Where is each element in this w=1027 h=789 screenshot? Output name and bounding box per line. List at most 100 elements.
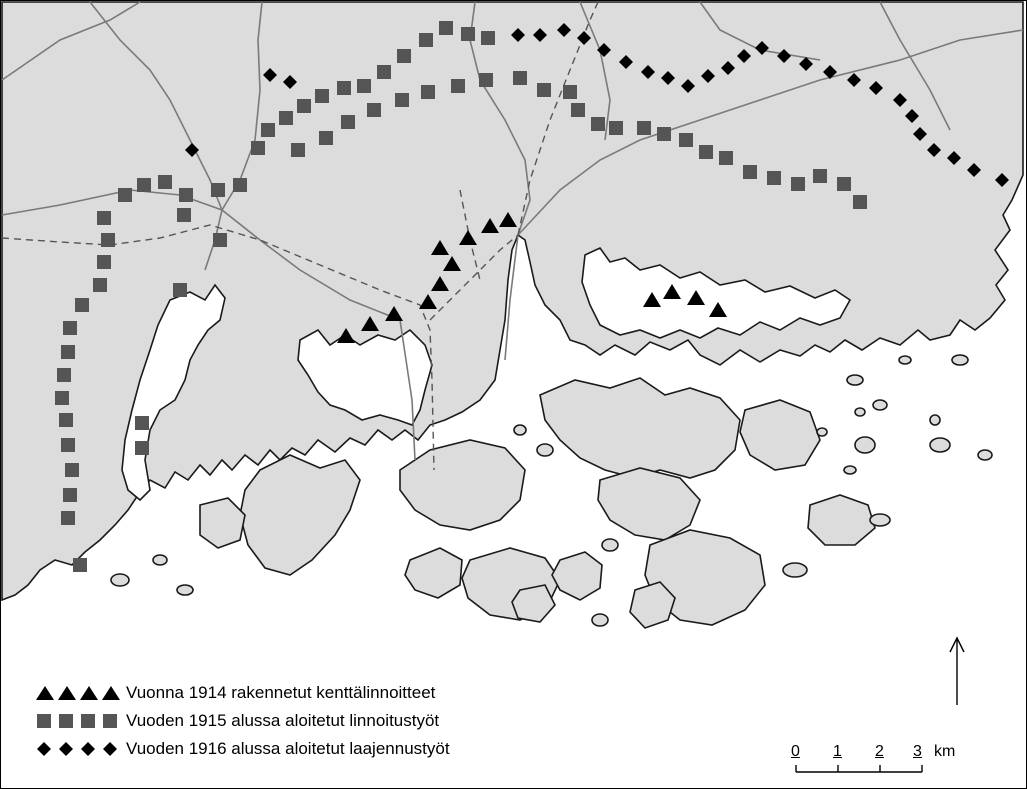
- square-marker: [421, 85, 435, 99]
- triangle-marker: [663, 284, 681, 299]
- diamond-marker: [597, 43, 611, 57]
- triangle-marker: [643, 292, 661, 307]
- fortification-1914-triangles: [337, 212, 727, 343]
- square-marker: [97, 255, 111, 269]
- square-marker: [63, 321, 77, 335]
- diamond-icon: [34, 739, 126, 759]
- square-marker: [233, 178, 247, 192]
- triangle-marker: [687, 290, 705, 305]
- diamond-marker: [869, 81, 883, 95]
- scale-tick-2: 2: [875, 743, 884, 760]
- square-marker: [563, 85, 577, 99]
- diamond-marker: [905, 109, 919, 123]
- square-marker: [451, 79, 465, 93]
- triangle-marker: [443, 256, 461, 271]
- square-marker: [75, 298, 89, 312]
- square-marker: [177, 208, 191, 222]
- square-marker: [135, 441, 149, 455]
- fortification-1916-diamonds: [185, 23, 1009, 187]
- square-marker: [481, 31, 495, 45]
- scale-tick-3: 3: [913, 743, 922, 760]
- legend-label-1916: Vuoden 1916 alussa aloitetut laajennusty…: [126, 739, 450, 758]
- square-marker: [637, 121, 651, 135]
- square-marker: [297, 99, 311, 113]
- square-marker: [63, 488, 77, 502]
- scale-bar: [795, 765, 923, 773]
- square-marker: [679, 133, 693, 147]
- square-marker: [571, 103, 585, 117]
- square-marker: [609, 121, 623, 135]
- diamond-marker: [185, 143, 199, 157]
- diamond-marker: [681, 79, 695, 93]
- square-marker: [65, 463, 79, 477]
- diamond-marker: [721, 61, 735, 75]
- square-marker: [461, 27, 475, 41]
- square-marker: [319, 131, 333, 145]
- diamond-marker: [263, 68, 277, 82]
- legend-label-1915: Vuoden 1915 alussa aloitetut linnoitusty…: [126, 711, 440, 730]
- square-marker: [57, 368, 71, 382]
- legend-item-1915: Vuoden 1915 alussa aloitetut linnoitusty…: [34, 708, 439, 734]
- square-marker: [419, 33, 433, 47]
- square-marker: [211, 183, 225, 197]
- diamond-marker: [283, 75, 297, 89]
- islands: [110, 354, 993, 629]
- diamond-marker: [661, 71, 675, 85]
- triangle-marker: [431, 276, 449, 291]
- square-marker: [97, 211, 111, 225]
- square-marker: [853, 195, 867, 209]
- square-marker: [767, 171, 781, 185]
- square-marker: [213, 233, 227, 247]
- square-icon: [34, 711, 126, 731]
- triangle-marker: [337, 328, 355, 343]
- diamond-marker: [533, 28, 547, 42]
- diamond-marker: [557, 23, 571, 37]
- diamond-marker: [913, 127, 927, 141]
- scale-tick-1: 1: [833, 743, 842, 760]
- diamond-marker: [847, 73, 861, 87]
- legend-item-1914: Vuonna 1914 rakennetut kenttälinnoitteet: [34, 680, 435, 706]
- fortification-1915-squares: [55, 21, 867, 572]
- triangle-marker: [361, 316, 379, 331]
- square-marker: [73, 558, 87, 572]
- square-marker: [315, 89, 329, 103]
- square-marker: [337, 81, 351, 95]
- triangle-marker: [459, 230, 477, 245]
- triangle-icon: [34, 683, 126, 703]
- scale-unit: km: [934, 743, 956, 760]
- square-marker: [173, 283, 187, 297]
- diamond-marker: [641, 65, 655, 79]
- square-marker: [137, 178, 151, 192]
- triangle-marker: [431, 240, 449, 255]
- triangle-marker: [709, 302, 727, 317]
- diamond-marker: [511, 28, 525, 42]
- triangle-marker: [419, 294, 437, 309]
- square-marker: [55, 391, 69, 405]
- diamond-marker: [799, 57, 813, 71]
- square-marker: [791, 177, 805, 191]
- triangle-marker: [499, 212, 517, 227]
- square-marker: [341, 115, 355, 129]
- diamond-marker: [577, 31, 591, 45]
- square-marker: [158, 175, 172, 189]
- legend-item-1916: Vuoden 1916 alussa aloitetut laajennusty…: [34, 736, 450, 762]
- triangle-marker: [385, 306, 403, 321]
- square-marker: [479, 73, 493, 87]
- square-marker: [367, 103, 381, 117]
- legend-label-1914: Vuonna 1914 rakennetut kenttälinnoitteet: [126, 683, 436, 702]
- square-marker: [837, 177, 851, 191]
- square-marker: [397, 49, 411, 63]
- square-marker: [699, 145, 713, 159]
- bay-east: [581, 246, 852, 339]
- diamond-marker: [927, 143, 941, 157]
- square-marker: [61, 438, 75, 452]
- diamond-marker: [777, 49, 791, 63]
- square-marker: [61, 345, 75, 359]
- diamond-marker: [755, 41, 769, 55]
- square-marker: [118, 188, 132, 202]
- diamond-marker: [619, 55, 633, 69]
- diamond-marker: [823, 65, 837, 79]
- square-marker: [59, 413, 73, 427]
